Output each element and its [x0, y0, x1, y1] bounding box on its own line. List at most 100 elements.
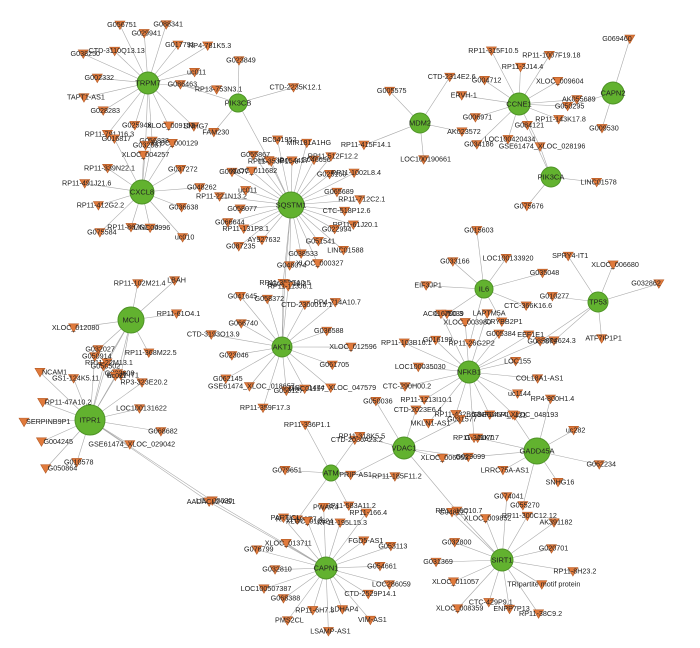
target-marker — [514, 62, 527, 73]
target-label: G029941 — [131, 28, 161, 37]
target-node-g056127: G056127 — [274, 386, 303, 397]
target-label: RP11-491J21.6 — [62, 179, 111, 188]
hub-label: GADD45A — [519, 447, 554, 456]
target-label: GSE61474_XLOC_048193 — [472, 410, 559, 419]
target-label: AK391182 — [539, 518, 572, 527]
target-marker — [435, 309, 447, 320]
targets-layer: G025946RP11-791J16.3G028283TAPT1-AS1G002… — [18, 20, 665, 637]
target-node-g066740: G066740 — [228, 319, 258, 329]
target-node-pwar4: PWAR4 — [313, 502, 338, 513]
target-node-rp11-1213i10-1: RP11-1213I10.1 — [400, 395, 452, 405]
target-label: uc011 — [238, 185, 257, 194]
target-label: G068682 — [148, 426, 178, 435]
edge-rp11-106e7-4-atm — [297, 472, 332, 520]
target-node-rp11-415f14-1: RP11-415F14.1 — [341, 140, 391, 151]
edge-rp11-103b16-1-nfkb1 — [404, 342, 470, 373]
target-node-xloc-000129: XLOC_000129 — [151, 138, 198, 149]
target-node-g036588: G036588 — [314, 326, 344, 337]
edge-rp11-353g10-5-akt1 — [281, 283, 284, 348]
target-label: RP11-415F14.1 — [341, 140, 391, 149]
target-node-loc100190661: LOC100190661 — [400, 155, 451, 165]
target-label: CTD-3110Q13.13 — [89, 46, 145, 55]
target-label: LDHAP4 — [330, 604, 358, 613]
target-marker — [163, 121, 175, 131]
target-node-xloc-011057: XLOC_011057 — [432, 577, 479, 587]
target-marker — [322, 627, 334, 637]
target-label: MKLN1-AS1 — [410, 418, 450, 427]
target-node-g075584: G075584 — [87, 228, 117, 238]
target-marker — [243, 382, 255, 392]
target-marker — [40, 464, 52, 474]
target-marker — [544, 394, 556, 405]
target-node-g068682: G068682 — [148, 426, 178, 437]
target-node-rp11-221n13-2: RP11-221N13.2 — [196, 192, 247, 202]
target-node-g034186: G034186 — [464, 140, 494, 150]
target-marker — [548, 336, 560, 346]
target-node-mprip-as1: MPRIP-AS1 — [333, 470, 372, 481]
target-node-rp11-368m22-5: RP11-368M22.5 — [125, 348, 177, 359]
target-label: G005575 — [377, 86, 407, 95]
target-label: RP11-143K17.8 — [535, 114, 586, 123]
target-marker — [354, 432, 366, 442]
hub-node-capn2: CAPN2 — [600, 81, 626, 105]
target-node-rp11-26g2p2: RP11-26G2P2 — [449, 339, 495, 349]
edge-gse61474-xloc-047579-akt1 — [281, 346, 331, 389]
target-marker — [512, 389, 524, 399]
hub-marker — [117, 306, 145, 334]
target-node-ctd-3193o13-9: CTD-3193O13.9 — [187, 330, 240, 340]
edge-g086463-pik3cb — [180, 84, 239, 104]
target-marker — [374, 561, 386, 572]
target-node-xloc-013711: XLOC_013711 — [265, 538, 312, 549]
target-node-g005575: G005575 — [377, 86, 407, 97]
target-marker — [520, 301, 532, 312]
target-node-g075676: G075676 — [514, 201, 544, 212]
target-marker — [265, 157, 277, 167]
target-node-g031577: G031577 — [447, 414, 477, 425]
target-node-g050036: G050036 — [363, 396, 393, 407]
target-marker — [436, 453, 448, 464]
target-label: G010277 — [540, 291, 570, 300]
hub-node-akt1: AKT1 — [271, 336, 293, 358]
target-label: XLOC_011057 — [432, 577, 479, 586]
target-label: AC016700.3 — [423, 309, 463, 318]
target-marker — [34, 368, 46, 378]
target-label: G032862 — [631, 279, 661, 288]
target-marker — [68, 374, 80, 384]
target-node-rp11-359f17-3: RP11-359F17.3 — [240, 403, 290, 414]
target-label: G009530 — [589, 123, 619, 132]
target-node-xloc-012624: XLOC_012624 — [286, 516, 333, 527]
target-marker — [468, 433, 480, 444]
target-label: LOC155 — [504, 356, 531, 365]
target-node-g087235: G087235 — [226, 241, 256, 252]
target-node-rp4-781k5-3: RP4-781K5.3 — [188, 41, 231, 52]
target-marker — [471, 226, 483, 236]
target-label: RNF145P1 — [474, 410, 510, 419]
target-node-g038533: G038533 — [288, 249, 318, 259]
target-node-tripartite-motif-protein: TRIpartite motif protein — [507, 580, 580, 590]
target-node-uc1144: uc1144 — [508, 389, 531, 399]
target-node-ctc-366k16-6: CTC-366K16.6 — [504, 301, 552, 312]
target-label: XLOC_000327 — [296, 259, 344, 268]
target-node-rp11-61o4-1: RP11-61O4.1 — [157, 309, 200, 319]
target-marker — [92, 345, 104, 355]
target-marker — [358, 140, 370, 151]
target-label: G006971 — [463, 113, 493, 122]
target-node-linc01588: LINC01588 — [327, 245, 364, 256]
target-node-linc01197: LINC01197 — [289, 384, 325, 395]
target-node-g016199: G016199 — [423, 335, 452, 346]
target-node-loc155: LOC155 — [504, 356, 531, 367]
target-marker — [493, 329, 505, 340]
target-label: LOC100131622 — [116, 404, 167, 413]
target-marker — [176, 203, 188, 213]
target-marker — [68, 323, 80, 333]
target-marker — [360, 508, 372, 519]
target-marker — [301, 138, 313, 149]
target-marker — [78, 93, 90, 103]
target-label: LINC00996 — [134, 223, 170, 232]
target-label: COL18A1-AS1 — [516, 374, 564, 383]
edge-g041645-akt1 — [240, 296, 283, 348]
target-node-linc00996: LINC00996 — [134, 223, 170, 234]
target-node-ctd-2300015-1: CTD-2300015.1 — [281, 300, 332, 311]
target-node-loc100133920: LOC100133920 — [483, 253, 534, 264]
